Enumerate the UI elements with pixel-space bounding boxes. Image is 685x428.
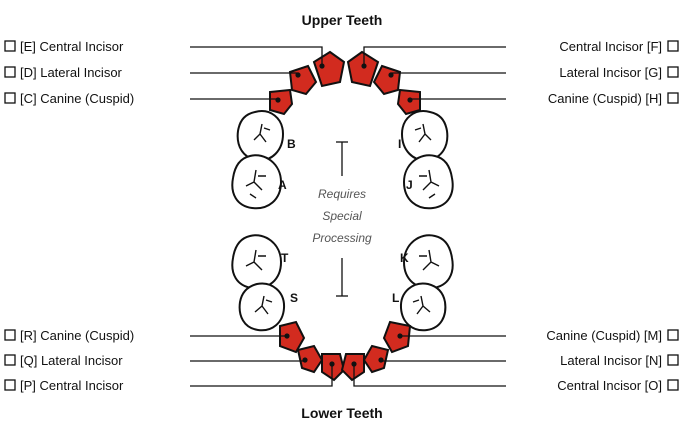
checkbox-h[interactable] bbox=[668, 93, 678, 103]
label-n-lateral-incisor: Lateral Incisor [N] bbox=[560, 353, 662, 368]
checkbox-r[interactable] bbox=[5, 330, 15, 340]
label-p-central-incisor: [P] Central Incisor bbox=[20, 378, 124, 393]
tooth-e-upper-central-incisor bbox=[314, 52, 344, 86]
leader-h bbox=[410, 99, 506, 100]
leader-n bbox=[381, 360, 506, 361]
checkbox-p[interactable] bbox=[5, 380, 15, 390]
letter-a: A bbox=[278, 178, 287, 192]
checkbox-c[interactable] bbox=[5, 93, 15, 103]
tooth-r-lower-canine bbox=[280, 322, 304, 352]
label-f-central-incisor: Central Incisor [F] bbox=[559, 39, 662, 54]
letter-i: I bbox=[398, 137, 401, 151]
center-text-line-3: Processing bbox=[312, 231, 372, 245]
tooth-a-upper-molar bbox=[232, 155, 281, 208]
leader-d bbox=[190, 73, 298, 75]
letter-b: B bbox=[287, 137, 296, 151]
label-q-lateral-incisor: [Q] Lateral Incisor bbox=[20, 353, 123, 368]
label-g-lateral-incisor: Lateral Incisor [G] bbox=[559, 65, 662, 80]
label-c-canine: [C] Canine (Cuspid) bbox=[20, 91, 134, 106]
tooth-p-lower-central-incisor bbox=[322, 354, 344, 380]
label-o-central-incisor: Central Incisor [O] bbox=[557, 378, 662, 393]
label-e-central-incisor: [E] Central Incisor bbox=[20, 39, 124, 54]
checkbox-q[interactable] bbox=[5, 355, 15, 365]
checkbox-n[interactable] bbox=[668, 355, 678, 365]
tooth-h-upper-canine bbox=[398, 90, 420, 114]
label-d-lateral-incisor: [D] Lateral Incisor bbox=[20, 65, 123, 80]
tooth-i-upper-molar bbox=[402, 111, 447, 160]
leader-f bbox=[364, 47, 506, 66]
tooth-m-lower-canine bbox=[384, 322, 410, 352]
tooth-d-upper-lateral-incisor bbox=[290, 66, 316, 94]
tooth-n-lower-lateral-incisor bbox=[364, 346, 388, 372]
checkbox-g[interactable] bbox=[668, 67, 678, 77]
letter-t: T bbox=[281, 251, 289, 265]
tooth-c-upper-canine bbox=[270, 90, 292, 114]
checkbox-o[interactable] bbox=[668, 380, 678, 390]
tooth-s-lower-molar bbox=[240, 284, 284, 331]
upper-teeth-header: Upper Teeth bbox=[302, 12, 383, 28]
center-marker-upper bbox=[336, 142, 348, 176]
tooth-g-upper-lateral-incisor bbox=[374, 66, 400, 94]
tooth-q-lower-lateral-incisor bbox=[298, 346, 322, 372]
leader-c bbox=[190, 99, 278, 100]
tooth-l-lower-molar bbox=[401, 284, 445, 331]
checkbox-d[interactable] bbox=[5, 67, 15, 77]
leader-q bbox=[190, 360, 305, 361]
tooth-t-lower-molar bbox=[232, 235, 281, 288]
letter-l: L bbox=[392, 291, 399, 305]
label-h-canine: Canine (Cuspid) [H] bbox=[548, 91, 662, 106]
tooth-b-upper-molar bbox=[238, 111, 283, 160]
label-m-canine: Canine (Cuspid) [M] bbox=[546, 328, 662, 343]
checkbox-e[interactable] bbox=[5, 41, 15, 51]
letter-k: K bbox=[400, 251, 409, 265]
center-marker-lower bbox=[336, 258, 348, 296]
leader-g bbox=[391, 73, 506, 75]
center-text-line-2: Special bbox=[322, 209, 362, 223]
checkbox-f[interactable] bbox=[668, 41, 678, 51]
tooth-k-lower-molar bbox=[404, 235, 453, 288]
leader-e bbox=[190, 47, 322, 66]
label-r-canine: [R] Canine (Cuspid) bbox=[20, 328, 134, 343]
lower-teeth-header: Lower Teeth bbox=[301, 405, 382, 421]
tooth-o-lower-central-incisor bbox=[342, 354, 364, 380]
letter-s: S bbox=[290, 291, 298, 305]
center-text-line-1: Requires bbox=[318, 187, 366, 201]
checkbox-m[interactable] bbox=[668, 330, 678, 340]
letter-j: J bbox=[406, 178, 413, 192]
